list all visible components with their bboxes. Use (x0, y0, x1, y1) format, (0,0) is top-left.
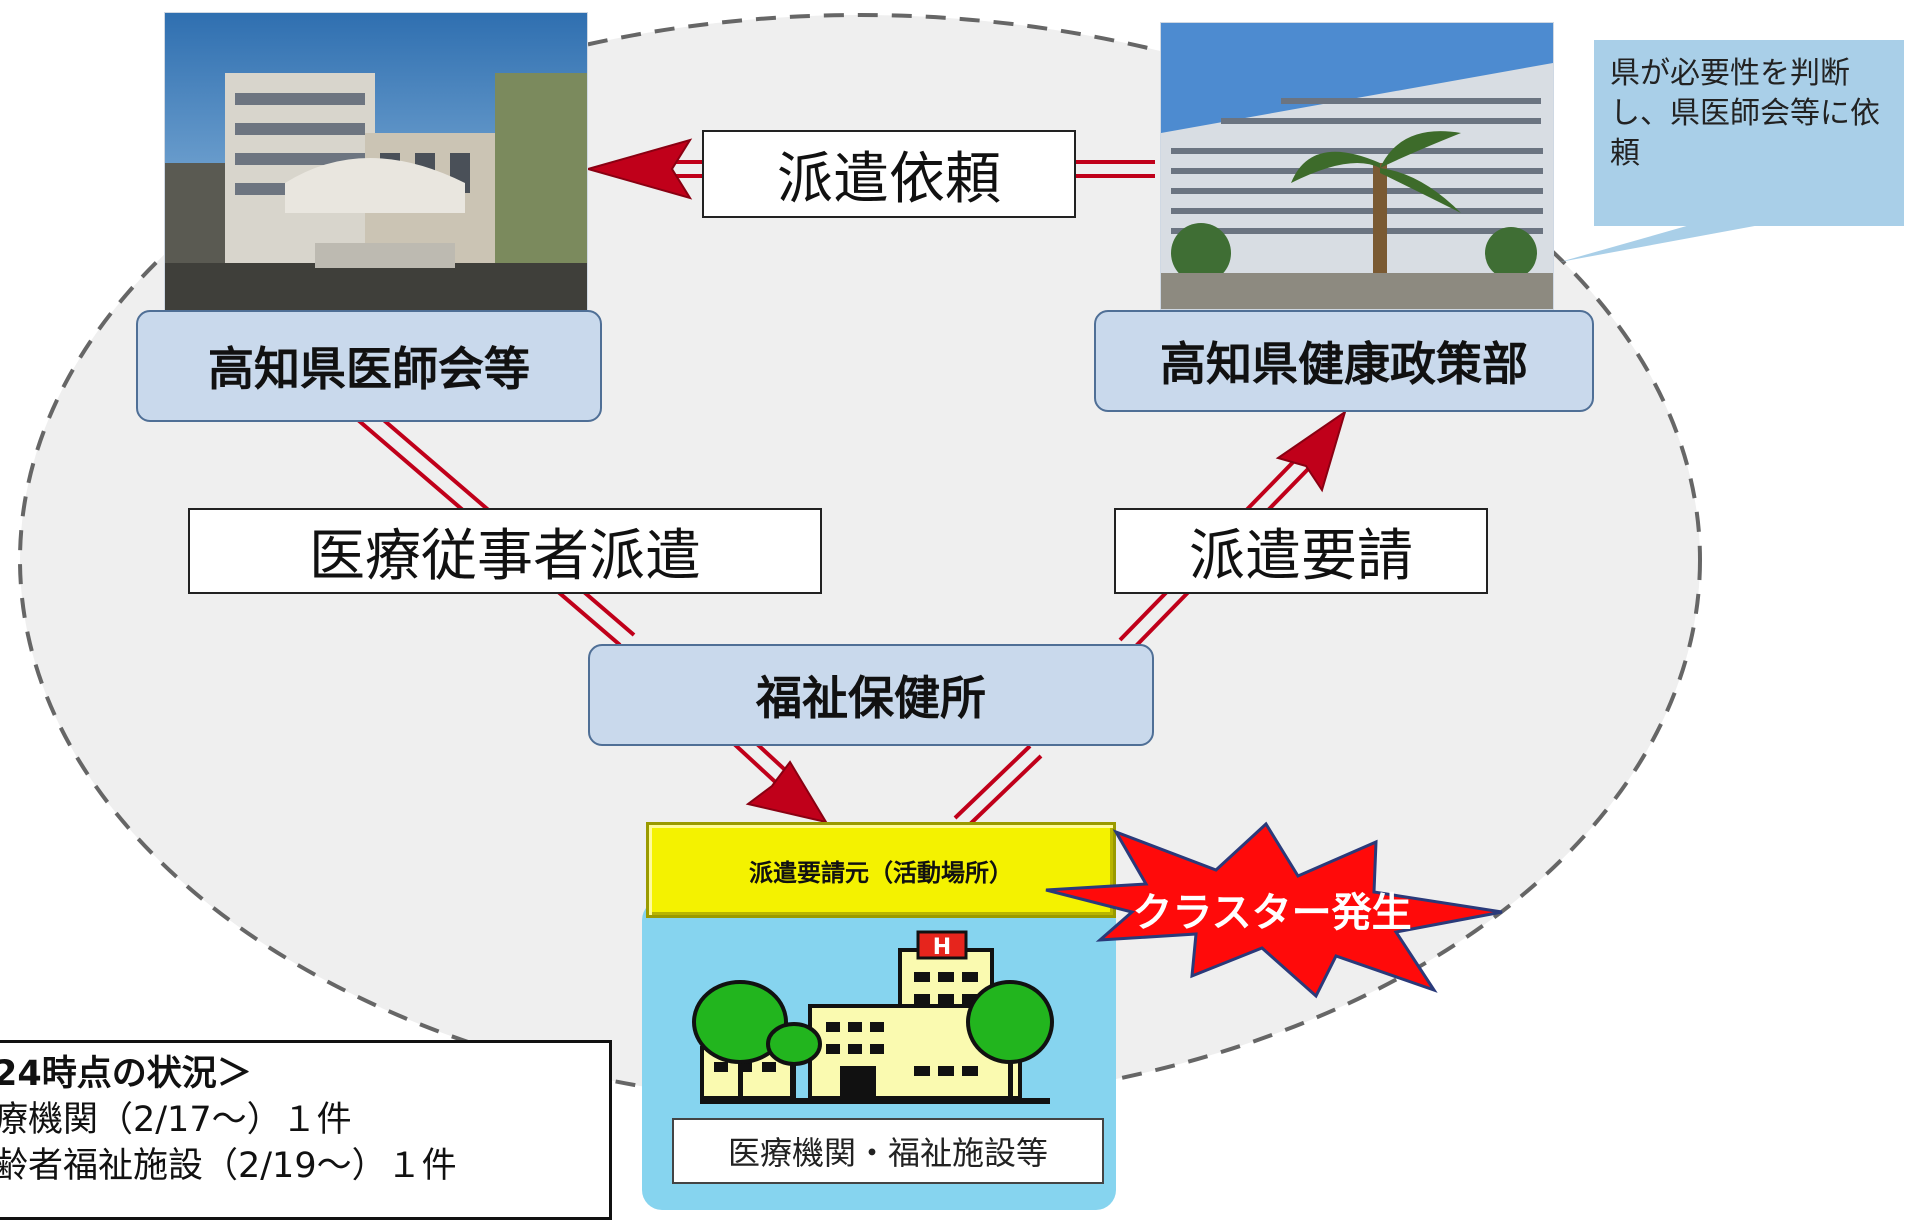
requester-origin-label: 派遣要請元（活動場所） (749, 858, 1013, 887)
cluster-label: クラスター発生 (1132, 890, 1411, 936)
edge-staff-dispatch: 医療従事者派遣 (188, 508, 822, 594)
status-summary-box: 24時点の状況＞ 療機関（2/17～）１件 齢者福祉施設（2/19～）１件 (0, 1040, 612, 1220)
facility-to-center-line (953, 744, 1043, 830)
medical-association-photo (164, 12, 588, 312)
edge-dispatch-demand-label: 派遣要請 (1189, 523, 1413, 589)
facility-label: 医療機関・福祉施設等 (727, 1134, 1048, 1172)
edge-dispatch-demand: 派遣要請 (1114, 508, 1488, 594)
edge-dispatch-request-label: 派遣依頼 (777, 146, 1001, 212)
requester-origin-bar: 派遣要請元（活動場所） (646, 822, 1116, 918)
node-health-policy-dept: 高知県健康政策部 (1094, 310, 1594, 412)
edge-dispatch-request: 派遣依頼 (702, 130, 1076, 218)
facility-label-box: 医療機関・福祉施設等 (672, 1118, 1104, 1184)
node-medical-association-label: 高知県医師会等 (208, 342, 530, 396)
callout-pointer (1560, 225, 1760, 262)
node-health-center-label: 福祉保健所 (756, 671, 986, 725)
node-medical-association: 高知県医師会等 (136, 310, 602, 422)
hospital-illustration: H (692, 930, 1054, 1104)
status-title: 24時点の状況＞ (0, 1054, 252, 1094)
callout-text: 県が必要性を判断し、県医師会等に依頼 (1610, 56, 1880, 171)
status-line-medical: 療機関（2/17～）１件 (0, 1100, 352, 1140)
explosion-icon (1045, 821, 1503, 999)
status-line-elderly-facility: 齢者福祉施設（2/19～）１件 (0, 1146, 457, 1186)
node-health-center: 福祉保健所 (588, 644, 1154, 746)
hospital-sign: H (933, 935, 951, 960)
node-health-policy-dept-label: 高知県健康政策部 (1160, 337, 1528, 391)
edge-staff-dispatch-label: 医療従事者派遣 (309, 523, 701, 589)
tree-icon (692, 980, 1054, 1100)
prefectural-office-photo (1160, 22, 1554, 310)
cluster-burst: クラスター発生 (1045, 821, 1503, 999)
judgment-callout: 県が必要性を判断し、県医師会等に依頼 (1594, 40, 1904, 226)
